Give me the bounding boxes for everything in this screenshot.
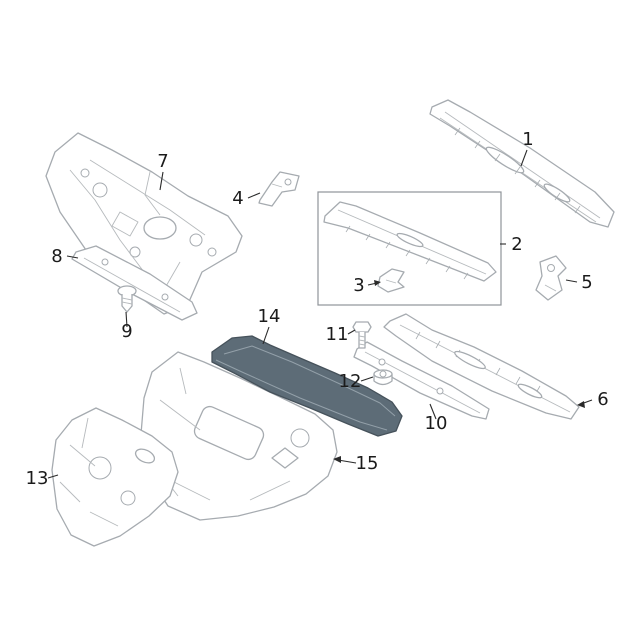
leader-line-7 [159, 171, 164, 191]
callout-label-8[interactable]: 8 [51, 246, 62, 267]
part-10-hole [378, 358, 386, 366]
part-13-hole [120, 490, 136, 506]
leader-arrow-3 [374, 280, 381, 286]
part-15-recess [193, 405, 265, 461]
part-5-outline [535, 255, 567, 301]
leader-line-14 [262, 326, 270, 345]
part-1-detail [444, 111, 601, 219]
part-6-slot [454, 350, 486, 370]
part-drawing-9[interactable] [117, 285, 137, 313]
callout-label-10[interactable]: 10 [425, 413, 448, 434]
callout-label-11[interactable]: 11 [326, 324, 349, 345]
part-drawing-15[interactable] [140, 351, 338, 521]
part-8-hole [101, 258, 109, 266]
part-4-detail [271, 183, 283, 188]
part-7-detail [164, 261, 181, 289]
part-7-detail [69, 169, 151, 281]
part-6-slot [517, 383, 543, 399]
leader-line-4 [247, 192, 261, 199]
leader-arrow-15 [333, 456, 341, 463]
part-14-detail [215, 359, 388, 431]
leader-line-8 [66, 255, 79, 259]
part-7-detail [144, 171, 161, 216]
callout-label-15[interactable]: 15 [356, 453, 379, 474]
callout-label-2[interactable]: 2 [511, 234, 522, 255]
part-15-detail [169, 479, 211, 501]
part-15-detail [249, 480, 291, 501]
part-7-outline [45, 132, 243, 315]
part-7-hole [189, 233, 203, 247]
part-drawing-8[interactable] [71, 245, 198, 321]
part-7-hole [207, 247, 217, 257]
part-drawing-12[interactable] [373, 369, 393, 386]
part-5-hole [547, 264, 555, 272]
leader-line-5 [565, 279, 578, 283]
part-1-slot [543, 183, 571, 203]
part-5-detail [544, 284, 557, 292]
part-drawing-7[interactable] [45, 132, 243, 315]
leader-line-12 [360, 376, 374, 382]
part-11-head [352, 321, 372, 333]
part-drawing-3[interactable] [377, 268, 405, 293]
leader-line-10 [429, 403, 437, 420]
part-13-detail [81, 417, 89, 449]
callout-label-14[interactable]: 14 [258, 306, 281, 327]
callout-label-5[interactable]: 5 [581, 272, 592, 293]
part-7-hole [80, 168, 90, 178]
callout-label-6[interactable]: 6 [597, 389, 608, 410]
part-3-outline [377, 268, 405, 293]
part-9-threads [121, 297, 133, 305]
callout-label-7[interactable]: 7 [157, 151, 168, 172]
part-drawing-11[interactable] [352, 321, 372, 349]
callout-label-12[interactable]: 12 [339, 371, 362, 392]
part-4-outline [258, 171, 300, 207]
part-1-hatch [454, 127, 581, 214]
callout-labels: 1 2 3 4 5 6 7 8 9 10 11 12 13 14 15 [26, 129, 609, 489]
part-7-opening [143, 216, 177, 240]
part-drawing-5[interactable] [535, 255, 567, 301]
part-drawing-10[interactable] [353, 341, 490, 420]
part-12-hole [379, 370, 387, 378]
grouping-box-parts-2-3 [317, 191, 502, 306]
part-8-detail [83, 257, 181, 313]
part-13-hole [88, 456, 112, 480]
callout-label-4[interactable]: 4 [232, 188, 243, 209]
part-1-slot [485, 146, 525, 174]
leader-line-11 [347, 329, 356, 335]
part-14-detail [223, 345, 396, 417]
part-2-hatch [345, 225, 469, 280]
part-drawing-4[interactable] [258, 171, 300, 207]
part-15-detail [159, 399, 201, 431]
leader-arrow-6 [577, 401, 585, 408]
part-7-detail [111, 211, 139, 237]
leader-line-1 [520, 149, 528, 167]
leader-lines [47, 149, 593, 479]
part-13-recess [134, 448, 156, 464]
part-8-hole [161, 293, 169, 301]
callout-label-13[interactable]: 13 [26, 468, 49, 489]
part-13-detail [69, 444, 96, 467]
part-drawing-13[interactable] [51, 407, 179, 547]
part-10-hole [436, 387, 444, 395]
part-7-hole [92, 182, 108, 198]
callout-label-3[interactable]: 3 [353, 275, 364, 296]
part-15-diamond [271, 447, 299, 469]
leader-line-13 [47, 474, 59, 479]
part-3-detail [385, 279, 397, 284]
part-11-threads [358, 335, 366, 346]
part-13-detail [89, 511, 119, 527]
part-7-detail [89, 159, 206, 236]
leader-line-9 [125, 311, 128, 328]
part-13-detail [59, 481, 81, 503]
callout-label-9[interactable]: 9 [121, 321, 132, 342]
callout-label-1[interactable]: 1 [522, 129, 533, 150]
part-15-hole [290, 428, 310, 448]
part-4-hole [284, 178, 292, 186]
part-2-slot [396, 232, 424, 248]
part-drawing-2[interactable] [323, 201, 497, 282]
part-drawing-6[interactable] [383, 313, 580, 420]
part-15-detail [179, 367, 187, 395]
part-7-hole [129, 246, 141, 258]
